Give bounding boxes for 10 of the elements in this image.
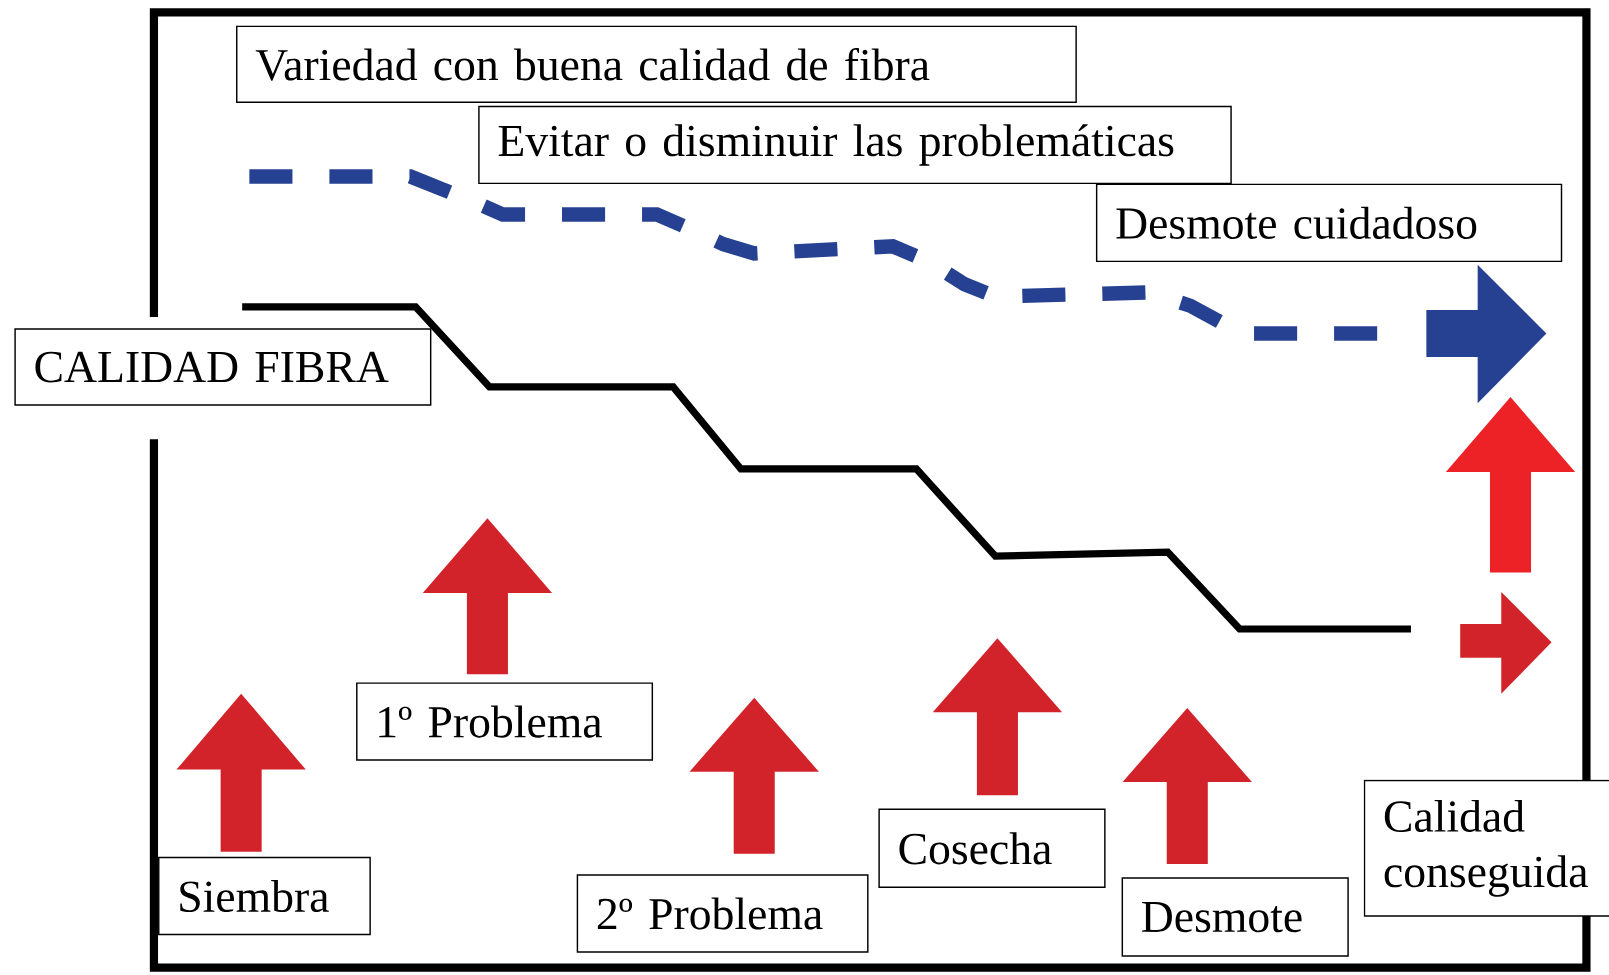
text-box: CALIDAD FIBRA — [14, 328, 432, 406]
text-box: Variedad con buena calidad de fibra — [236, 25, 1077, 104]
text-box: Calidad conseguida — [1363, 779, 1609, 917]
text-box: Evitar o disminuir las problemáticas — [478, 105, 1232, 185]
text-box: Desmote — [1121, 877, 1349, 957]
text-box: 1º Problema — [356, 682, 654, 761]
text-box: 2º Problema — [576, 874, 869, 953]
text-box: Cosecha — [878, 808, 1106, 889]
text-box: Desmote cuidadoso — [1095, 183, 1563, 263]
text-box: Siembra — [158, 856, 371, 936]
